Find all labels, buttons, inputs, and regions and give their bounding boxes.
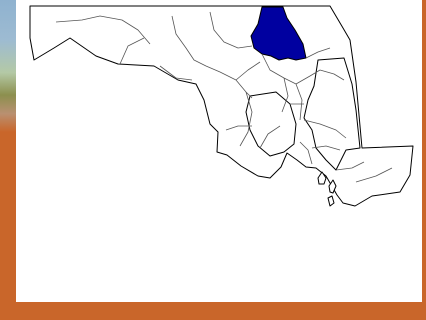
island: [327, 195, 335, 207]
island: [317, 171, 327, 185]
county-boundaries: [55, 11, 393, 183]
eastern-shore: [303, 57, 361, 171]
photo-strip: [0, 0, 16, 132]
island: [328, 179, 337, 194]
state-outline: [29, 5, 414, 207]
highlighted-county[interactable]: [250, 6, 307, 61]
